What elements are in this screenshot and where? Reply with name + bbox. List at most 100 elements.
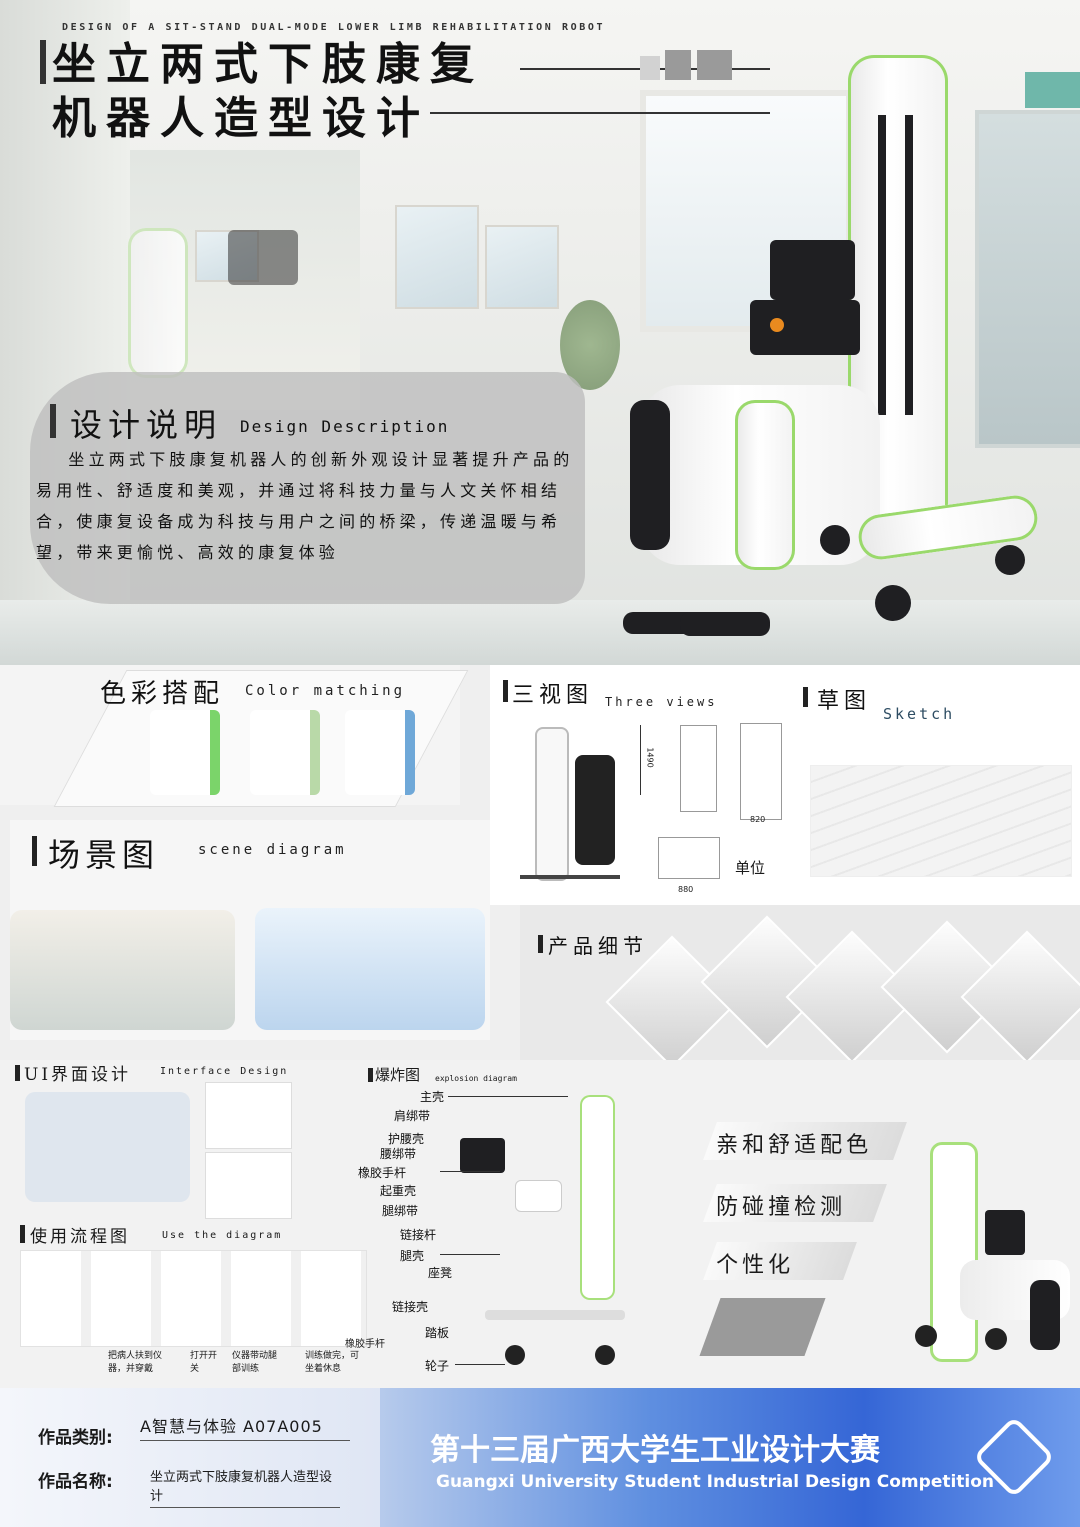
explosion-heading: 爆炸图 (375, 1066, 421, 1084)
scene-heading-en: scene diagram (198, 842, 347, 858)
explosion-label: 腰绑带 (380, 1147, 417, 1161)
robot-wheel-icon (875, 585, 911, 621)
dimension-width: 820 (750, 815, 766, 824)
description-heading-en: Design Description (240, 417, 450, 436)
usage-extra-label: 橡胶手杆 (345, 1339, 385, 1350)
explosion-main-shell (580, 1095, 615, 1300)
robot-wheel-icon (820, 525, 850, 555)
dimension-height: 1490 (645, 747, 655, 768)
section-bar (503, 680, 508, 702)
explosion-seat (515, 1180, 562, 1212)
view-side-leg (575, 755, 615, 865)
robot-shoulder-strap (770, 240, 855, 300)
section-bar (32, 836, 37, 866)
robot-waist-belt (750, 300, 860, 355)
three-views-heading: 三视图 (512, 683, 594, 708)
scene-image-ward (10, 910, 235, 1030)
category-label: 作品类别: (38, 1428, 113, 1448)
explosion-label: 主壳 (420, 1090, 445, 1104)
usage-heading-en: Use the diagram (162, 1230, 283, 1241)
explosion-label: 护腰壳 (388, 1132, 425, 1146)
details-heading: 产品细节 (548, 934, 648, 958)
scene-heading: 场景图 (48, 836, 160, 874)
footer-left (0, 1388, 380, 1527)
feature-tag-empty (699, 1298, 826, 1356)
subtitle-en: DESIGN OF A SIT-STAND DUAL-MODE LOWER LI… (62, 22, 606, 33)
section-bar (368, 1068, 373, 1082)
ui-heading: UI界面设计 (24, 1065, 132, 1085)
ui-screen-mockup (205, 1152, 292, 1219)
usage-step: 把病人扶到仪器，并穿戴 (108, 1351, 163, 1374)
explosion-waist-belt (460, 1138, 505, 1173)
unit-label: 单位 (735, 859, 766, 877)
section-bar (538, 935, 543, 953)
color-matching-section: 色彩搭配 Color matching (0, 665, 469, 807)
robot-column-slot (878, 115, 886, 415)
exit-sign-icon (1025, 72, 1080, 108)
dimension-line (640, 725, 641, 795)
feature-tag: 防碰撞检测 (703, 1184, 887, 1222)
title-block (665, 50, 691, 80)
robot-leg-shell (735, 400, 795, 570)
section-bar (50, 404, 56, 438)
robot-column-slot (905, 115, 913, 415)
color-heading: 色彩搭配 (100, 679, 225, 709)
leader-line (455, 1364, 505, 1365)
view-front (680, 725, 717, 812)
robot-leg-link (630, 400, 670, 550)
robot-render-wheel-icon (985, 1328, 1007, 1350)
leader-line (448, 1096, 568, 1097)
ui-tablet-mockup (25, 1092, 190, 1202)
background-robot-seat (228, 230, 298, 285)
explosion-label: 踏板 (425, 1326, 450, 1340)
description-heading: 设计说明 (70, 406, 223, 444)
floor (0, 600, 1080, 665)
explosion-label: 橡胶手杆 (358, 1166, 407, 1180)
door (975, 110, 1080, 448)
title-block (640, 56, 660, 80)
background-robot (128, 228, 188, 378)
detail-image (960, 930, 1080, 1064)
category-value: A智慧与体验 A07A005 (140, 1413, 350, 1441)
explosion-base (485, 1310, 625, 1320)
robot-button (770, 318, 784, 332)
wall-painting (395, 205, 479, 309)
explosion-label: 起重壳 (380, 1184, 417, 1198)
page-title: 坐立两式下肢康复 机器人造型设计 (52, 38, 484, 146)
view-side (535, 727, 569, 881)
robot-render-wheel-icon (915, 1325, 937, 1347)
competition-title-en: Guangxi University Student Industrial De… (436, 1472, 995, 1492)
robot-render-strap (985, 1210, 1025, 1255)
usage-step: 仪器带动腿部训练 (232, 1351, 278, 1374)
explosion-wheel-icon (595, 1345, 615, 1365)
robot-footplate (680, 612, 770, 636)
name-value: 坐立两式下肢康复机器人造型设计 (150, 1466, 340, 1508)
feature-tag: 亲和舒适配色 (703, 1122, 907, 1160)
view-top (658, 837, 720, 879)
hero-banner: DESIGN OF A SIT-STAND DUAL-MODE LOWER LI… (0, 0, 1080, 665)
plant-icon (560, 300, 620, 390)
ui-screen-mockup (205, 1082, 292, 1149)
title-block (697, 50, 732, 80)
explosion-label: 腿壳 (400, 1249, 425, 1263)
wall-painting (485, 225, 559, 309)
explosion-label: 链接杆 (400, 1228, 437, 1242)
title-line-1: 坐立两式下肢康复 (52, 39, 484, 90)
scene-section: 场景图 scene diagram (10, 820, 490, 1040)
robot-wheel-icon (995, 545, 1025, 575)
three-views-section: 三视图 Three views 1490 820 880 单位 草图 Sketc… (490, 665, 1080, 905)
section-bar (20, 1225, 25, 1243)
explosion-label: 链接壳 (392, 1300, 429, 1314)
description-text: 坐立两式下肢康复机器人的创新外观设计显著提升产品的易用性、舒适度和美观，并通过将… (36, 450, 574, 562)
sketch-image (810, 765, 1072, 877)
section-bar (15, 1065, 20, 1081)
robot-render (930, 1142, 978, 1362)
view-side-base (520, 875, 620, 879)
description-panel (30, 372, 585, 604)
name-label: 作品名称: (38, 1472, 113, 1492)
color-variant-blue (345, 710, 415, 795)
usage-heading: 使用流程图 (30, 1227, 130, 1247)
feature-tag: 个性化 (703, 1242, 857, 1280)
explosion-label: 腿绑带 (382, 1204, 419, 1218)
explosion-label: 肩绑带 (394, 1109, 431, 1123)
